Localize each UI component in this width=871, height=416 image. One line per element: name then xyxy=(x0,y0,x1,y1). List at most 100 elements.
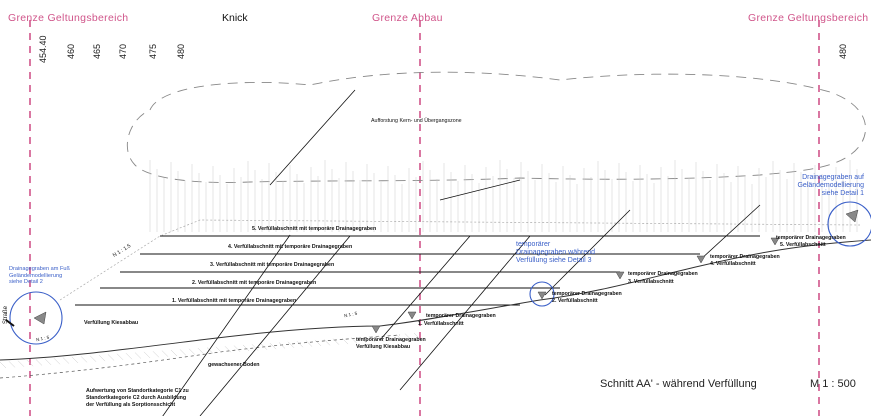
callout-detail-1: Drainagegraben auf Geländemodellierung s… xyxy=(797,174,864,197)
note-aufwertung-1: Aufwertung von Standortkategorie C1 zu xyxy=(86,388,189,394)
layer-label-5: 5. Verfüllabschnitt mit temporäre Draina… xyxy=(252,226,377,232)
hatch-stroke xyxy=(251,344,259,351)
hatch-stroke xyxy=(107,354,115,361)
hatch-stroke xyxy=(341,337,349,345)
note-temp-4-b: 4. Verfüllabschnitt xyxy=(710,261,756,267)
hatch-stroke xyxy=(134,352,142,359)
ditch-detail1 xyxy=(845,209,859,223)
hatch-stroke xyxy=(278,342,286,349)
detail-circle-3 xyxy=(529,281,555,307)
knick-label: Knick xyxy=(222,12,248,24)
note-temp-3-b: 3. Verfüllabschnitt xyxy=(628,279,674,285)
section-scale: M 1 : 500 xyxy=(810,378,856,390)
layer-label-2: 2. Verfüllabschnitt mit temporäre Draina… xyxy=(192,280,317,286)
leader-diag-1 xyxy=(162,234,291,416)
boundary-lines xyxy=(29,20,820,416)
hatch-stroke xyxy=(44,358,52,365)
terrain-surface xyxy=(0,239,871,361)
hatch-stroke xyxy=(206,347,214,354)
boundary-label-abbau: Grenze Abbau xyxy=(372,12,443,24)
note-aufwertung-3: der Verfüllung als Sorptionsschicht xyxy=(86,402,176,408)
elevation-tick: 465 xyxy=(92,43,102,59)
hatch-stroke xyxy=(242,344,250,352)
callout-detail-3: temporärer Drainagegraben während Verfül… xyxy=(516,241,595,264)
hatch-stroke xyxy=(53,358,61,365)
elevation-tick: 460 xyxy=(66,43,76,59)
hatch-stroke xyxy=(359,336,367,343)
strasse-label: Straße xyxy=(3,305,9,324)
note-temp-2-b: 2. Verfüllabschnitt xyxy=(552,298,598,304)
section-title: Schnitt AA' - während Verfüllung xyxy=(600,378,757,390)
note-gewachsener-boden: gewachsener Boden xyxy=(208,362,260,368)
note-temp-5-a: temporärer Drainagegraben xyxy=(776,235,846,241)
hatch-stroke xyxy=(269,342,277,350)
hatch-stroke xyxy=(125,353,133,360)
hatch-stroke xyxy=(179,349,187,356)
hatch-stroke xyxy=(0,361,7,369)
ditch-kiesabbau xyxy=(371,325,381,334)
hatch-stroke xyxy=(305,340,313,347)
hatch-stroke xyxy=(260,343,268,350)
fill-terraces xyxy=(75,235,760,306)
hatch-stroke xyxy=(80,356,88,363)
hatch-stroke xyxy=(35,359,43,366)
elevation-tick-right: 480 xyxy=(838,43,848,59)
leader-diag-4 xyxy=(399,235,531,391)
hatch-stroke xyxy=(215,346,223,354)
ditch-1 xyxy=(407,311,417,320)
drainage-ditches xyxy=(33,209,859,334)
ditch-5 xyxy=(770,237,780,246)
detail-circle-1 xyxy=(827,201,871,247)
ditch-3 xyxy=(615,271,625,280)
ditch-detail2 xyxy=(33,311,47,325)
note-temp-2-a: temporärer Drainagegraben xyxy=(552,291,622,297)
layer-label-4: 4. Verfüllabschnitt mit temporäre Draina… xyxy=(228,244,353,250)
note-verfuellung-kiesabbau: Verfüllung Kiesabbau xyxy=(84,320,139,326)
detail-circle-2 xyxy=(9,291,63,345)
tree-trunks xyxy=(149,160,858,232)
hatch-stroke xyxy=(197,347,205,355)
hatch-stroke xyxy=(314,339,322,347)
hatch-stroke xyxy=(233,345,241,352)
leader-diag-5 xyxy=(544,209,631,296)
hatch-stroke xyxy=(161,350,169,357)
hatch-stroke xyxy=(62,357,70,364)
note-temp-1-b: 1. Verfüllabschnitt xyxy=(418,321,464,327)
leader-knick xyxy=(269,89,356,186)
hatch-stroke xyxy=(323,339,331,346)
ditch-2 xyxy=(537,291,547,300)
note-temp-3-a: temporärer Drainagegraben xyxy=(628,271,698,277)
hatch-stroke xyxy=(224,346,232,353)
boundary-label-right: Grenze Geltungsbereich xyxy=(748,12,869,24)
leader-lines xyxy=(162,89,761,416)
hatch-stroke xyxy=(98,354,106,362)
note-temp-5-b: 5. Verfüllabschnitt xyxy=(780,242,826,248)
layer-label-3: 3. Verfüllabschnitt mit temporäre Draina… xyxy=(210,262,335,268)
elevation-tick: 480 xyxy=(176,43,186,59)
ground-hatch xyxy=(0,332,421,369)
hatch-stroke xyxy=(368,336,376,343)
leader-upper-1 xyxy=(439,179,521,201)
detail-circles xyxy=(9,201,871,345)
elevation-tick: 475 xyxy=(148,43,158,59)
hatch-stroke xyxy=(17,360,25,367)
hatch-stroke xyxy=(8,361,16,368)
leader-diag-2 xyxy=(199,235,351,416)
hatch-stroke xyxy=(71,356,79,364)
upper-slope xyxy=(59,219,861,301)
aufforstung-label: Aufforstung Kern- und Übergangszone xyxy=(371,118,462,124)
hatch-stroke xyxy=(395,334,403,341)
hatch-stroke xyxy=(350,337,358,344)
elevation-tick: 454.40 xyxy=(38,35,48,63)
hatch-stroke xyxy=(89,355,97,362)
note-temp-kiesabbau-2: Verfüllung Kiesabbau xyxy=(356,344,411,350)
hatch-stroke xyxy=(116,353,124,360)
hatch-stroke xyxy=(413,332,421,340)
leader-diag-6 xyxy=(699,204,761,261)
layer-label-1: 1. Verfüllabschnitt mit temporäre Draina… xyxy=(172,298,297,304)
hatch-stroke xyxy=(404,333,412,340)
note-temp-kiesabbau-1: temporärer Drainagegraben xyxy=(356,337,426,343)
ditch-4 xyxy=(696,255,706,264)
hatch-stroke xyxy=(332,338,340,345)
